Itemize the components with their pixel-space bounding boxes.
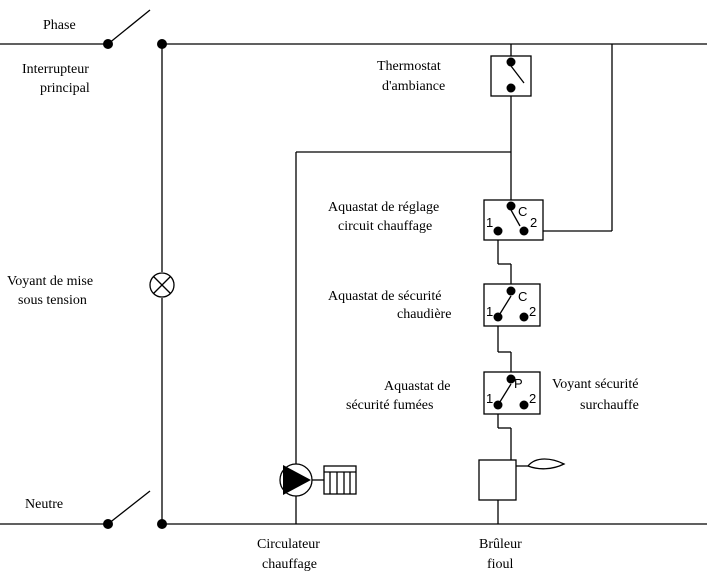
circulator-label-line1: Circulateur (257, 537, 320, 552)
aquastat-reglage-label-line1: Aquastat de réglage (328, 200, 439, 215)
power-lamp-label-line1: Voyant de mise (7, 274, 93, 289)
terminal-common-label: C (518, 289, 527, 304)
neutral-label: Neutre (25, 497, 63, 512)
thermostat-label-line2: d'ambiance (382, 79, 445, 94)
pump-icon (279, 463, 313, 497)
aquastat-chaudiere-box: C 1 2 (483, 283, 541, 327)
phase-label: Phase (43, 18, 76, 33)
aquastat-fumees-box: P 1 2 (483, 371, 541, 415)
main-switch-label-line1: Interrupteur (22, 62, 89, 77)
terminal-common-label: C (518, 204, 527, 219)
terminal-1-label: 1 (486, 391, 493, 406)
terminal-2-label: 2 (530, 215, 537, 230)
burner-label-line2: fioul (487, 557, 514, 572)
burner-icon (478, 458, 566, 501)
aquastat-chaudiere-label-line2: chaudière (397, 307, 451, 322)
terminal-2-label: 2 (529, 391, 536, 406)
overheat-lamp-label-line1: Voyant sécurité (552, 377, 638, 392)
aquastat-reglage-box: C 1 2 (483, 199, 544, 241)
aquastat-fumees-label-line1: Aquastat de (384, 379, 450, 394)
radiator-icon (312, 465, 357, 495)
phase-switch-contact (103, 39, 113, 49)
terminal-1-label: 1 (486, 304, 493, 319)
control-column-wiring (295, 44, 613, 524)
overheat-lamp-label-line2: surchauffe (580, 398, 639, 413)
power-lamp-label-line2: sous tension (18, 293, 87, 308)
power-on-lamp-icon (149, 272, 175, 298)
terminal-1-label: 1 (486, 215, 493, 230)
circulator-label-line2: chauffage (262, 557, 317, 572)
thermostat-label-line1: Thermostat (377, 59, 441, 74)
aquastat-chaudiere-label-line1: Aquastat de sécurité (328, 289, 442, 304)
thermostat-box (490, 55, 532, 97)
aquastat-reglage-label-line2: circuit chauffage (338, 219, 432, 234)
burner-label-line1: Brûleur (479, 537, 522, 552)
aquastat-fumees-label-line2: sécurité fumées (346, 398, 433, 413)
terminal-common-label: P (514, 376, 523, 391)
neutral-line (0, 490, 707, 525)
phase-line (0, 9, 707, 45)
terminal-2-label: 2 (529, 304, 536, 319)
main-switch-label-line2: principal (40, 81, 90, 96)
neutral-switch-contact (103, 519, 113, 529)
